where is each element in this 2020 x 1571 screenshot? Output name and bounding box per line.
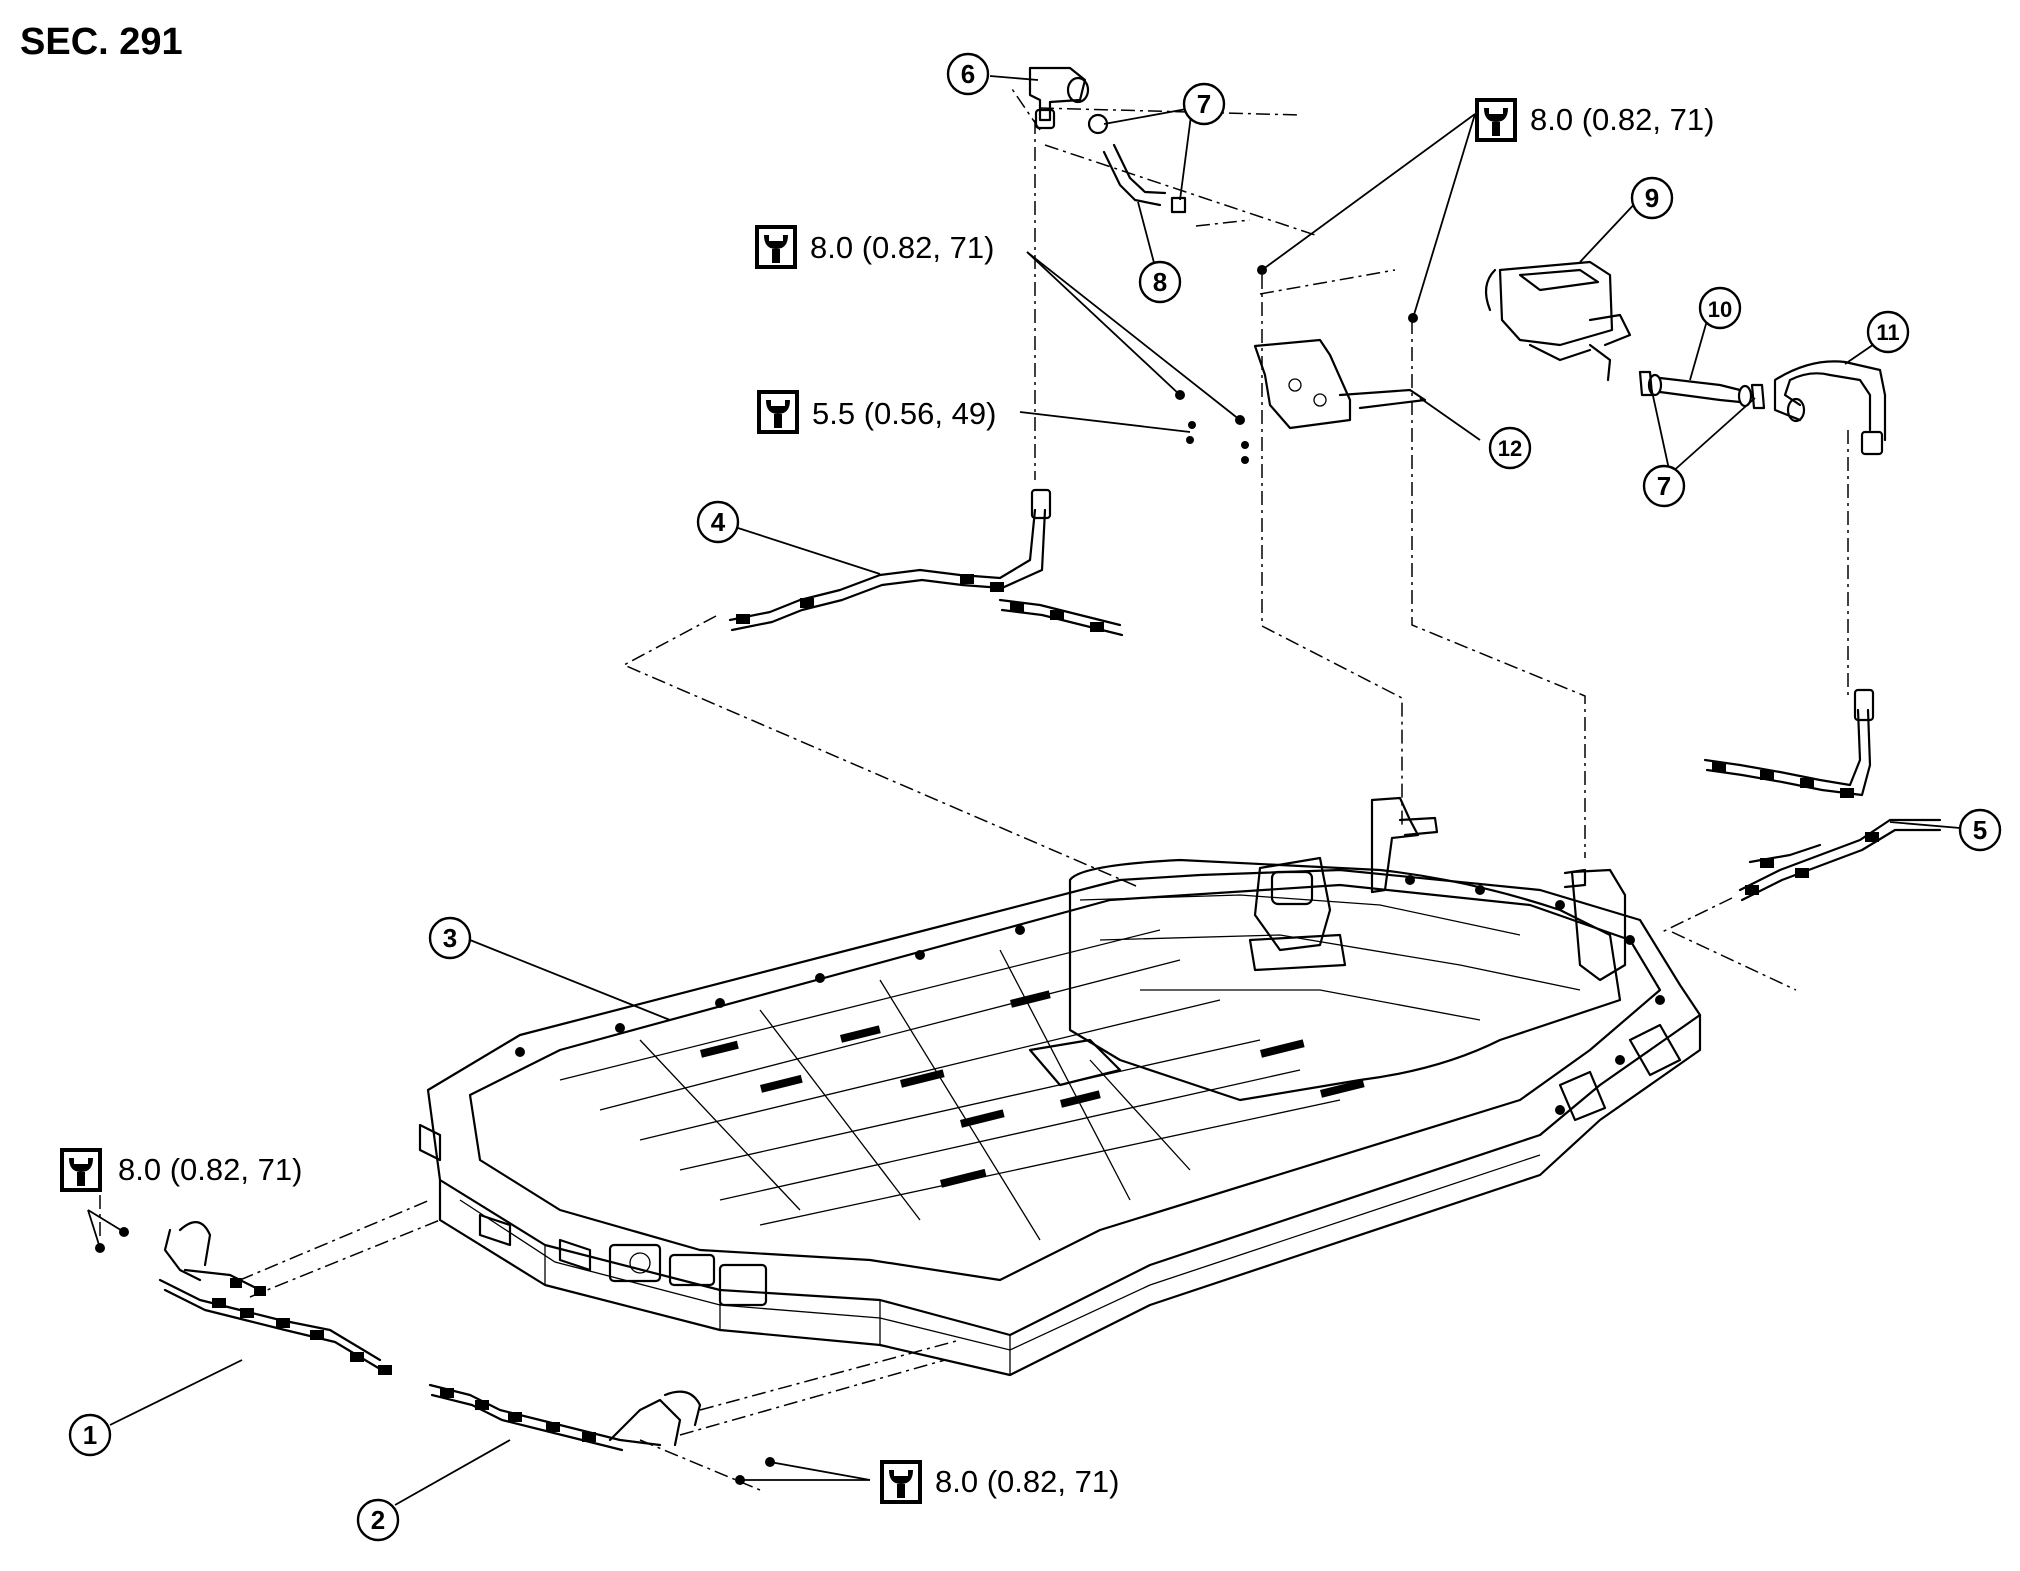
- svg-text:7: 7: [1197, 89, 1211, 119]
- torque-wrench-icon: [1475, 98, 1517, 142]
- part-8-hose: [1087, 113, 1187, 214]
- svg-text:4: 4: [711, 507, 726, 537]
- svg-text:1: 1: [83, 1420, 97, 1450]
- svg-text:7: 7: [1657, 471, 1671, 501]
- svg-text:6: 6: [961, 59, 975, 89]
- callout-1: 1: [68, 1413, 112, 1457]
- svg-text:11: 11: [1876, 320, 1899, 345]
- part-5-harness: [1703, 688, 1942, 902]
- torque-spec-bottom: 8.0 (0.82, 71): [880, 1460, 1119, 1504]
- battery-pack: [418, 796, 1702, 1377]
- section-label: SEC. 291: [20, 21, 183, 63]
- callout-4: 4: [696, 500, 740, 544]
- part-12-bracket: [1175, 265, 1427, 464]
- svg-text:2: 2: [371, 1505, 385, 1535]
- torque-spec-top-right: 8.0 (0.82, 71): [1475, 98, 1714, 142]
- callout-12: 12: [1488, 426, 1532, 470]
- callout-2: 2: [356, 1498, 400, 1542]
- torque-spec-upper-left: 8.0 (0.82, 71): [755, 225, 994, 269]
- part-4-harness: [728, 488, 1124, 637]
- svg-text:9: 9: [1645, 183, 1659, 213]
- callout-6: 6: [946, 52, 990, 96]
- torque-spec-lower-left: 8.0 (0.82, 71): [60, 1148, 302, 1192]
- torque-value: 8.0 (0.82, 71): [118, 1152, 302, 1187]
- torque-value: 5.5 (0.56, 49): [812, 396, 996, 431]
- svg-text:12: 12: [1498, 436, 1522, 461]
- part-9-module: [1484, 260, 1632, 382]
- callout-11: 11: [1866, 310, 1910, 354]
- svg-text:3: 3: [443, 923, 457, 953]
- callout-10: 10: [1698, 286, 1742, 330]
- part-2-harness: [428, 1383, 775, 1485]
- torque-value: 8.0 (0.82, 71): [810, 230, 994, 265]
- callout-7-upper: 7: [1182, 82, 1226, 126]
- assembly-dash-lines: [99, 85, 1849, 1491]
- svg-text:8: 8: [1153, 267, 1167, 297]
- svg-text:5: 5: [1973, 815, 1987, 845]
- callout-5: 5: [1958, 808, 2002, 852]
- part-10-hose: [1638, 370, 1766, 410]
- callout-8: 8: [1138, 260, 1182, 304]
- torque-value: 8.0 (0.82, 71): [935, 1464, 1119, 1499]
- part-11-hose: [1773, 360, 1887, 456]
- callout-7-lower: 7: [1642, 464, 1686, 508]
- torque-value: 8.0 (0.82, 71): [1530, 102, 1714, 137]
- part-6-connector: [1028, 66, 1090, 130]
- torque-wrench-icon: [880, 1460, 922, 1504]
- torque-wrench-icon: [757, 390, 799, 434]
- torque-wrench-icon: [755, 225, 797, 269]
- part-1-harness: [95, 1221, 392, 1375]
- leader-lines: [87, 75, 1961, 1506]
- torque-wrench-icon: [60, 1148, 102, 1192]
- torque-spec-mid-left: 5.5 (0.56, 49): [757, 390, 996, 434]
- svg-text:10: 10: [1708, 297, 1732, 322]
- rim-bolts: [515, 875, 1665, 1115]
- callout-9: 9: [1630, 176, 1674, 220]
- callout-3: 3: [428, 916, 472, 960]
